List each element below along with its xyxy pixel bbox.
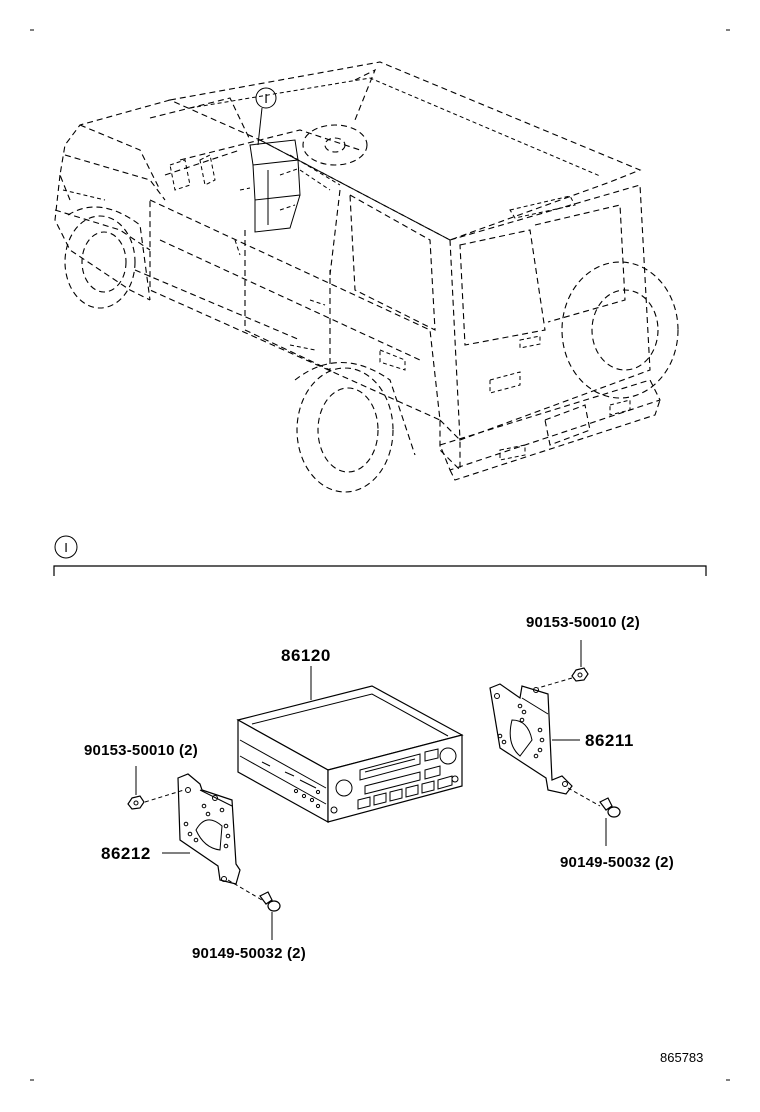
callout-marker-top [255,87,277,146]
nut-right [537,640,589,689]
callout-marker-detail [54,535,78,559]
part-number-screw-left: 90149-50032 (2) [192,945,306,962]
screw-right [567,787,621,846]
screw-left [227,879,281,940]
vehicle-overview-illustration [54,61,679,493]
part-number-nut-left: 90153-50010 (2) [84,742,198,759]
detail-section-header [53,535,707,576]
part-number-screw-right: 90149-50032 (2) [560,854,674,871]
part-number-86212: 86212 [101,844,151,863]
part-number-nut-right: 90153-50010 (2) [526,614,640,631]
drawing-code: 865783 [660,1050,703,1065]
bracket-left [177,773,241,885]
part-number-86120: 86120 [281,646,331,665]
radio-receiver-unit [236,685,464,824]
registration-marks [30,29,730,1081]
bracket-right [489,683,573,795]
nut-left [127,766,185,810]
part-number-86211: 86211 [585,731,634,750]
section-bracket [53,565,707,576]
callout-symbol-detail: I [64,540,68,555]
callout-symbol-top: I [264,91,268,106]
